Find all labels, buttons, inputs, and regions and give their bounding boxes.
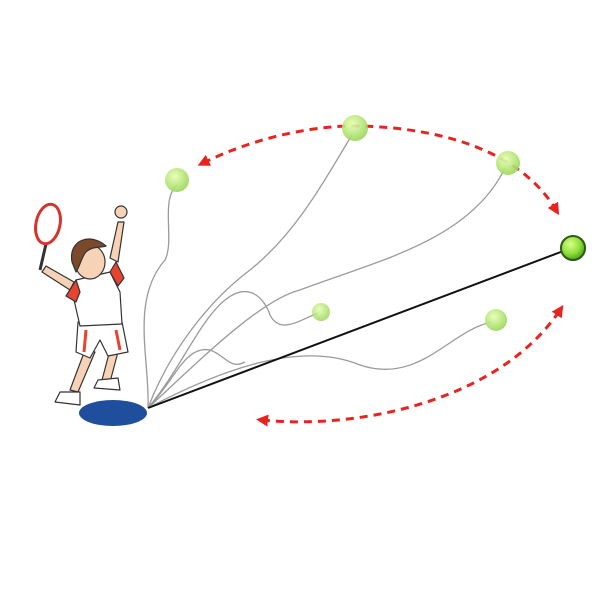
racket-icon <box>34 202 62 271</box>
ball-lowright <box>485 309 507 331</box>
boy-player <box>34 202 129 406</box>
string-to-ball-left <box>143 184 178 409</box>
ball-main <box>560 235 586 261</box>
string-to-ball-topright <box>147 167 506 409</box>
main-string <box>147 249 567 409</box>
ball-topright <box>496 151 520 175</box>
string-to-ball-lowright <box>147 321 493 409</box>
weighted-base <box>79 400 147 426</box>
ball-mid <box>312 303 330 321</box>
tennis-balls <box>165 115 586 331</box>
ghost-strings <box>143 134 506 409</box>
ball-top <box>342 115 368 141</box>
bottom-swing-arrow <box>256 305 564 427</box>
string-to-ball-mid <box>147 291 319 409</box>
ball-left <box>165 168 189 192</box>
